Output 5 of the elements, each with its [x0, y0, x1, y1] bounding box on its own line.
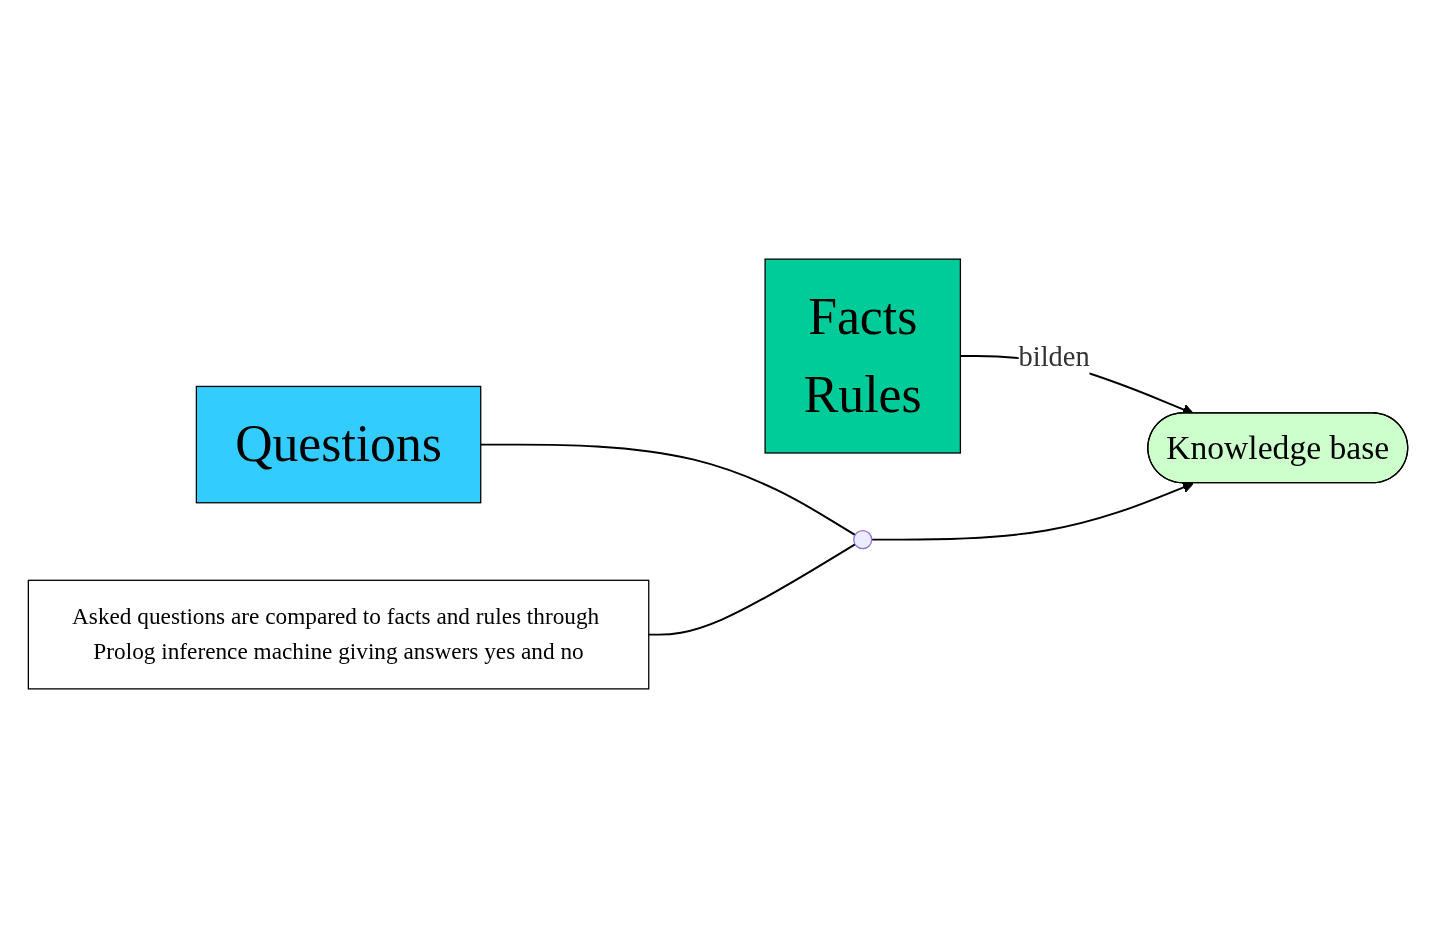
edge-label: bilden — [1018, 339, 1090, 373]
node-circle — [852, 529, 872, 550]
node-box: Questions — [195, 385, 481, 504]
node-box: Facts Rules — [763, 258, 961, 454]
node-box: Asked questions are compared to facts and rules through Prolog inference machine giving answers yes and no — [27, 579, 649, 690]
